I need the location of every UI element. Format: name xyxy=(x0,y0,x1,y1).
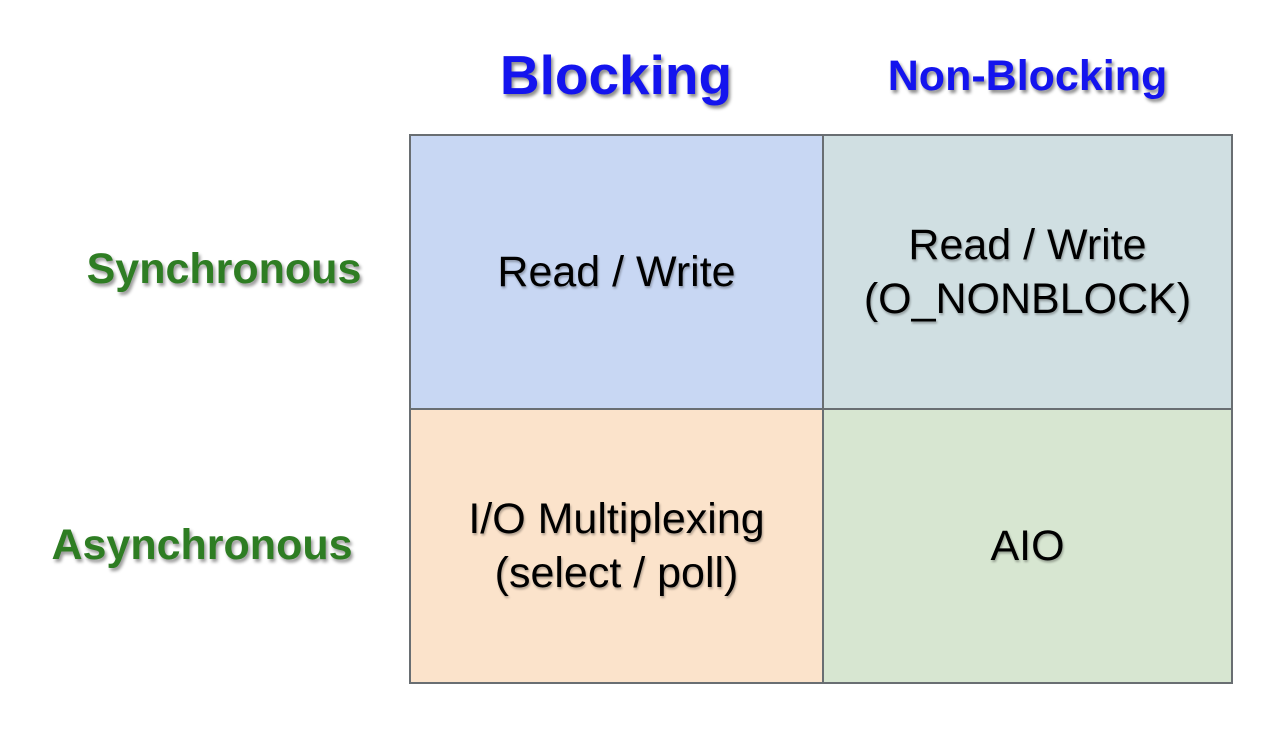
column-header-blocking: Blocking xyxy=(499,44,733,106)
cell-label-secondary: (O_NONBLOCK) xyxy=(863,275,1192,323)
cell-label: I/O Multiplexing xyxy=(468,494,765,543)
matrix-grid: Read / Write Read / Write (O_NONBLOCK) I… xyxy=(409,134,1233,684)
cell-label: Read / Write xyxy=(497,247,736,296)
column-header-non-blocking: Non-Blocking xyxy=(887,52,1168,100)
row-header-asynchronous: Asynchronous xyxy=(51,521,353,569)
cell-synchronous-non-blocking: Read / Write (O_NONBLOCK) xyxy=(824,136,1231,408)
cell-asynchronous-blocking: I/O Multiplexing (select / poll) xyxy=(411,410,822,682)
cell-label: AIO xyxy=(990,521,1065,570)
row-header-synchronous: Synchronous xyxy=(86,245,362,293)
cell-label: Read / Write xyxy=(908,220,1147,269)
cell-label-secondary: (select / poll) xyxy=(494,549,739,597)
cell-asynchronous-non-blocking: AIO xyxy=(824,410,1231,682)
cell-synchronous-blocking: Read / Write xyxy=(411,136,822,408)
